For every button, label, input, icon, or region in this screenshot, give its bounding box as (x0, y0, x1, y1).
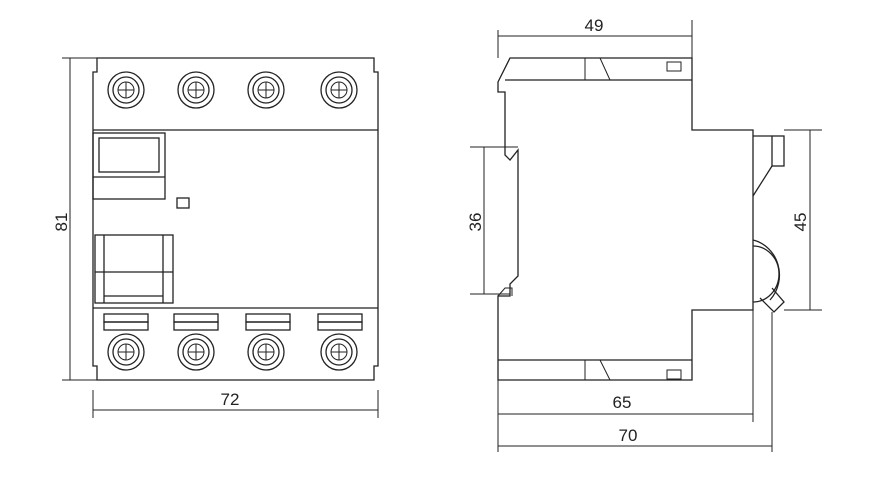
top-clip (584, 57, 682, 81)
depth-label-1: 65 (613, 393, 632, 412)
depth-dimension-1: 65 (497, 310, 754, 452)
rail-height-dimension: 36 (466, 146, 518, 295)
screw-icon (320, 333, 358, 371)
side-view: 49 36 45 65 70 (466, 16, 822, 452)
top-terminal-screws (107, 71, 358, 109)
screw-icon (107, 71, 145, 109)
body-height-label: 45 (791, 213, 810, 232)
side-test-button (752, 135, 785, 197)
rail-height-label: 36 (466, 213, 485, 232)
bottom-clip (584, 359, 682, 381)
screw-icon (320, 71, 358, 109)
test-window (92, 132, 166, 200)
width-dimension: 72 (92, 390, 379, 418)
screw-icon (247, 333, 285, 371)
top-width-dimension: 49 (497, 16, 693, 58)
bottom-terminal-markers (103, 313, 363, 331)
front-body-outline (92, 57, 379, 381)
depth-dimension-2: 70 (498, 312, 773, 452)
screw-icon (107, 333, 145, 371)
width-label: 72 (221, 390, 240, 409)
screw-icon (177, 333, 215, 371)
screw-icon (247, 71, 285, 109)
status-indicator (176, 197, 190, 209)
front-view: 81 72 (52, 57, 379, 418)
screw-icon (177, 71, 215, 109)
height-label: 81 (52, 213, 71, 232)
rail-latch (497, 287, 513, 297)
side-body-outline (497, 57, 754, 381)
toggle-handle (94, 234, 174, 304)
depth-label-2: 70 (619, 426, 638, 445)
top-width-label: 49 (585, 16, 604, 35)
bottom-terminal-screws (107, 333, 358, 371)
body-height-dimension: 45 (784, 129, 822, 311)
height-dimension: 81 (52, 57, 98, 381)
side-toggle-handle (752, 239, 785, 313)
